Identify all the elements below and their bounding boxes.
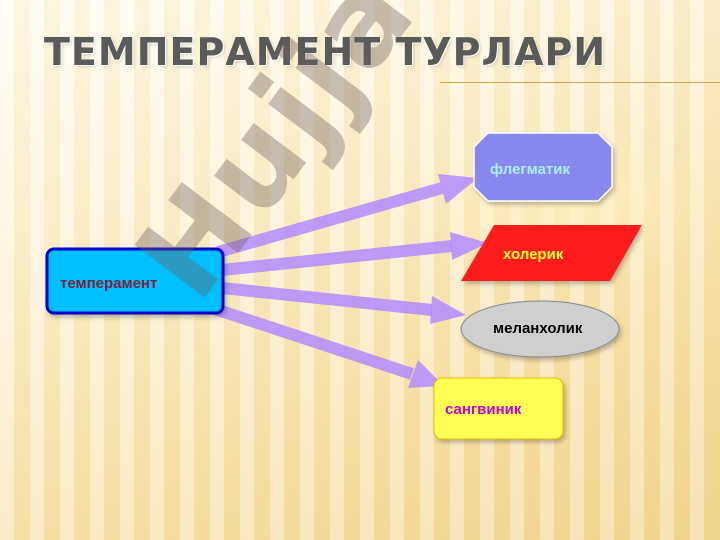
target-shape-melancholic: [460, 300, 620, 358]
target-label-choleric: холерик: [503, 246, 564, 263]
arrow-to-phlegmatic: [216, 174, 478, 258]
source-label-temperament: темперамент: [60, 275, 158, 292]
target-shape-choleric: [461, 225, 642, 281]
arrow-to-choleric: [221, 232, 488, 276]
arrow-to-melancholic: [221, 282, 466, 324]
target-label-phlegmatic: флегматик: [490, 161, 570, 178]
source-box-temperament: [45, 247, 225, 315]
target-shape-phlegmatic: [473, 132, 613, 202]
title-underline: [440, 82, 720, 83]
target-shape-sanguine: [433, 377, 564, 440]
target-label-sanguine: сангвиник: [445, 401, 522, 418]
target-label-melancholic: меланхолик: [493, 320, 583, 337]
slide-title: ТЕМПЕРАМЕНТ ТУРЛАРИ: [44, 30, 607, 74]
arrow-to-sanguine: [210, 302, 444, 388]
connector-arrows: [210, 174, 488, 388]
